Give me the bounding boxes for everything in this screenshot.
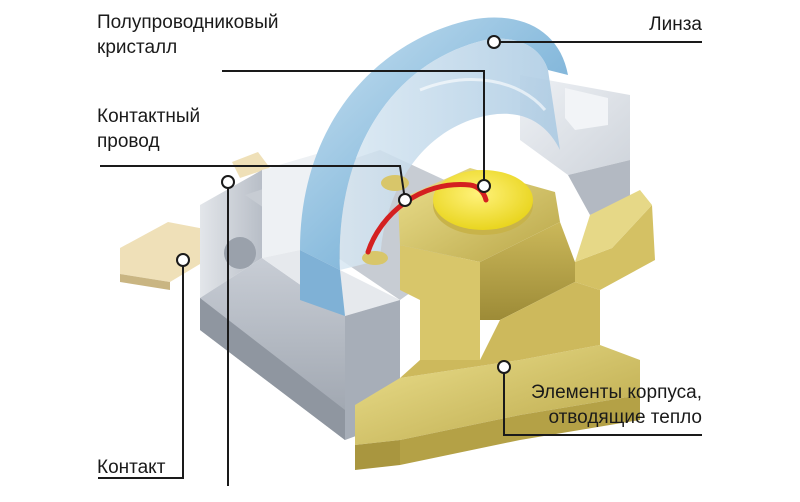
leader-crystal	[222, 70, 485, 186]
leader-lines	[98, 41, 702, 486]
lens	[300, 17, 568, 316]
leader-wire	[100, 165, 406, 201]
label-contact: Контакт	[97, 457, 166, 478]
marker-wire	[398, 193, 412, 207]
marker-lens	[487, 35, 501, 49]
label-housing: Элементы корпуса, отводящие тепло	[531, 380, 702, 430]
label-housing-line2: отводящие тепло	[548, 407, 702, 428]
label-crystal-line1: Полупроводниковый	[97, 12, 279, 33]
marker-housing	[497, 360, 511, 374]
marker-upper-contact	[221, 175, 235, 189]
external-contact-tab	[120, 152, 270, 290]
label-crystal: Полупроводниковый кристалл	[97, 10, 279, 60]
label-wire-line1: Контактный	[97, 106, 201, 127]
label-crystal-line2: кристалл	[97, 37, 178, 58]
leader-housing	[503, 367, 702, 436]
leader-contact	[98, 260, 184, 479]
label-wire: Контактный провод	[97, 104, 200, 154]
label-wire-line2: провод	[97, 131, 160, 152]
callout-markers	[176, 35, 511, 374]
marker-contact	[176, 253, 190, 267]
label-housing-line1: Элементы корпуса,	[530, 382, 702, 403]
marker-crystal	[477, 179, 491, 193]
label-lens: Линза	[649, 14, 702, 35]
